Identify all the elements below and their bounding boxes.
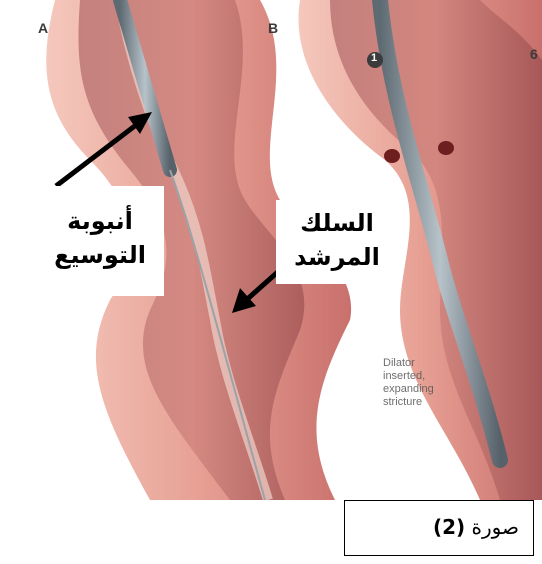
guide-wire-line-1: السلك (276, 206, 398, 240)
panel-letter-a: A (38, 20, 48, 36)
caption-line-1: Dilator (383, 357, 434, 370)
guide-wire-label: السلك المرشد (276, 200, 398, 284)
dilator-tube-label: أنبوبة التوسيع (36, 186, 164, 296)
edge-letter: 6 (530, 46, 538, 62)
figure-caption: صورة (2) (344, 500, 534, 556)
guide-wire-line-2: المرشد (276, 240, 398, 274)
figure-caption-text: صورة (465, 515, 519, 539)
dilator-tube-line-2: التوسيع (36, 238, 164, 272)
dilator-caption: Dilator inserted, expanding stricture (383, 357, 434, 409)
caption-line-3: expanding (383, 383, 434, 396)
caption-line-2: inserted, (383, 370, 434, 383)
caption-line-4: stricture (383, 396, 434, 409)
figure-caption-number: (2) (433, 515, 465, 539)
marker-label: 1 (371, 52, 377, 64)
dilator-tube-line-1: أنبوبة (36, 204, 164, 238)
panel-letter-b: B (268, 20, 278, 36)
